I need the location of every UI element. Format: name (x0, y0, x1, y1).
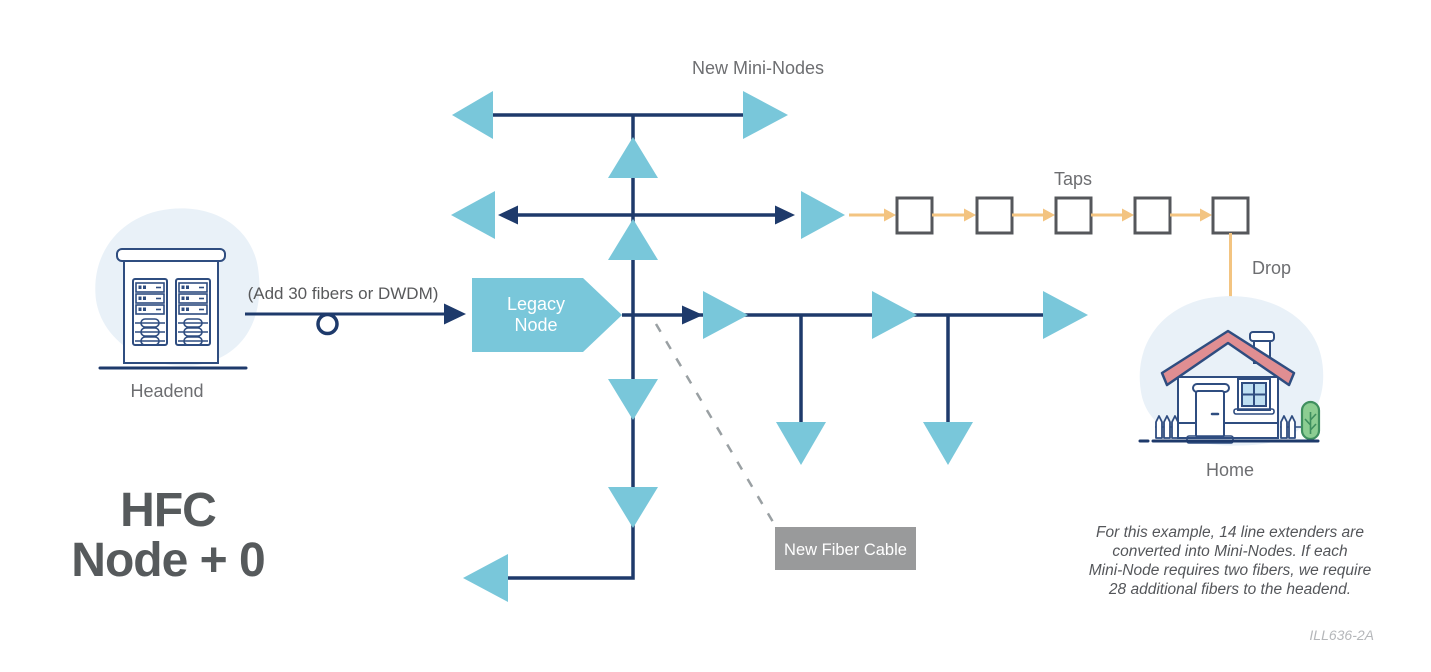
mini-node-triangle-right (801, 191, 845, 239)
headend-label: Headend (130, 381, 203, 401)
home-icon (1138, 296, 1324, 446)
watermark-label: ILL636-2A (1309, 627, 1374, 643)
fence-picket-icon (1288, 415, 1296, 439)
taps-chain (849, 196, 1250, 235)
note-line: For this example, 14 line extenders are (1096, 524, 1364, 541)
tap-square (1054, 196, 1093, 235)
new-mini-nodes-label: New Mini-Nodes (692, 58, 824, 78)
tap-square (1133, 196, 1172, 235)
legacy-node: Legacy Node (472, 278, 622, 352)
main-distribution-line (622, 305, 1043, 422)
fiber-callout-dashed-line (654, 323, 775, 523)
tap-arrowhead-icon (964, 208, 976, 222)
mini-node-triangle-up (608, 137, 658, 178)
mini-node-triangle-right (872, 291, 917, 339)
fence-picket-icon (1163, 415, 1171, 439)
server-rack-icon (175, 278, 211, 346)
cabinet-top-bar (116, 248, 226, 262)
home-label: Home (1206, 460, 1254, 480)
arrowhead-right-icon (775, 205, 795, 225)
legacy-node-shape (472, 278, 622, 352)
add-fibers-label: (Add 30 fibers or DWDM) (248, 284, 439, 303)
drop-label: Drop (1252, 258, 1291, 278)
new-fiber-cable-box: New Fiber Cable (775, 527, 916, 570)
tap-arrowhead-icon (884, 208, 896, 222)
tap-square (975, 196, 1014, 235)
legacy-node-label-line2: Node (514, 315, 557, 335)
legacy-node-label-line1: Legacy (507, 294, 565, 314)
title-line2: Node + 0 (71, 534, 264, 587)
fence-picket-icon (1280, 415, 1288, 439)
window-sill (1233, 408, 1275, 415)
example-note: For this example, 14 line extenders are … (1089, 524, 1372, 598)
headend-icon (95, 208, 260, 370)
tap-square (1211, 196, 1250, 235)
new-fiber-cable-label: New Fiber Cable (784, 541, 907, 559)
mini-node-triangle-down (923, 422, 973, 465)
mini-node-triangle-right (1043, 291, 1088, 339)
chimney-cap (1249, 331, 1275, 342)
second-span-line (498, 205, 795, 225)
tap-square (895, 196, 934, 235)
tap-arrowhead-icon (1200, 208, 1212, 222)
mini-node-triangle-down (608, 379, 658, 420)
door (1195, 390, 1225, 438)
tap-arrowhead-icon (1122, 208, 1134, 222)
bush-veins (1304, 412, 1317, 434)
note-line: Mini-Node requires two fibers, we requir… (1089, 562, 1372, 579)
fence-picket-icon (1155, 415, 1163, 439)
note-line: 28 additional fibers to the headend. (1108, 581, 1351, 598)
arrowhead-right-icon (682, 305, 703, 325)
mini-node-triangle-left (463, 554, 508, 602)
mini-node-triangle-down (608, 487, 658, 528)
arrowhead-left-icon (498, 205, 518, 225)
trunk-line (508, 115, 635, 580)
mini-nodes (451, 91, 1088, 602)
mini-node-triangle-left (452, 91, 493, 139)
roof (1160, 329, 1296, 387)
feeder-line (245, 303, 466, 336)
server-rack-icon (132, 278, 168, 346)
taps-label: Taps (1054, 169, 1092, 189)
new-fiber-cable-rect (775, 527, 916, 570)
mini-node-triangle-right (703, 291, 748, 339)
mini-node-triangle-left (451, 191, 495, 239)
arrowhead-right-icon (444, 303, 466, 325)
mini-node-triangle-up (608, 219, 658, 260)
title-line1: HFC (120, 484, 216, 537)
mini-node-triangle-down (776, 422, 826, 465)
fiber-splice-circle-icon (316, 312, 339, 336)
note-line: converted into Mini-Nodes. If each (1112, 543, 1347, 560)
tap-arrowhead-icon (1043, 208, 1055, 222)
mini-node-triangle-right (743, 91, 788, 139)
